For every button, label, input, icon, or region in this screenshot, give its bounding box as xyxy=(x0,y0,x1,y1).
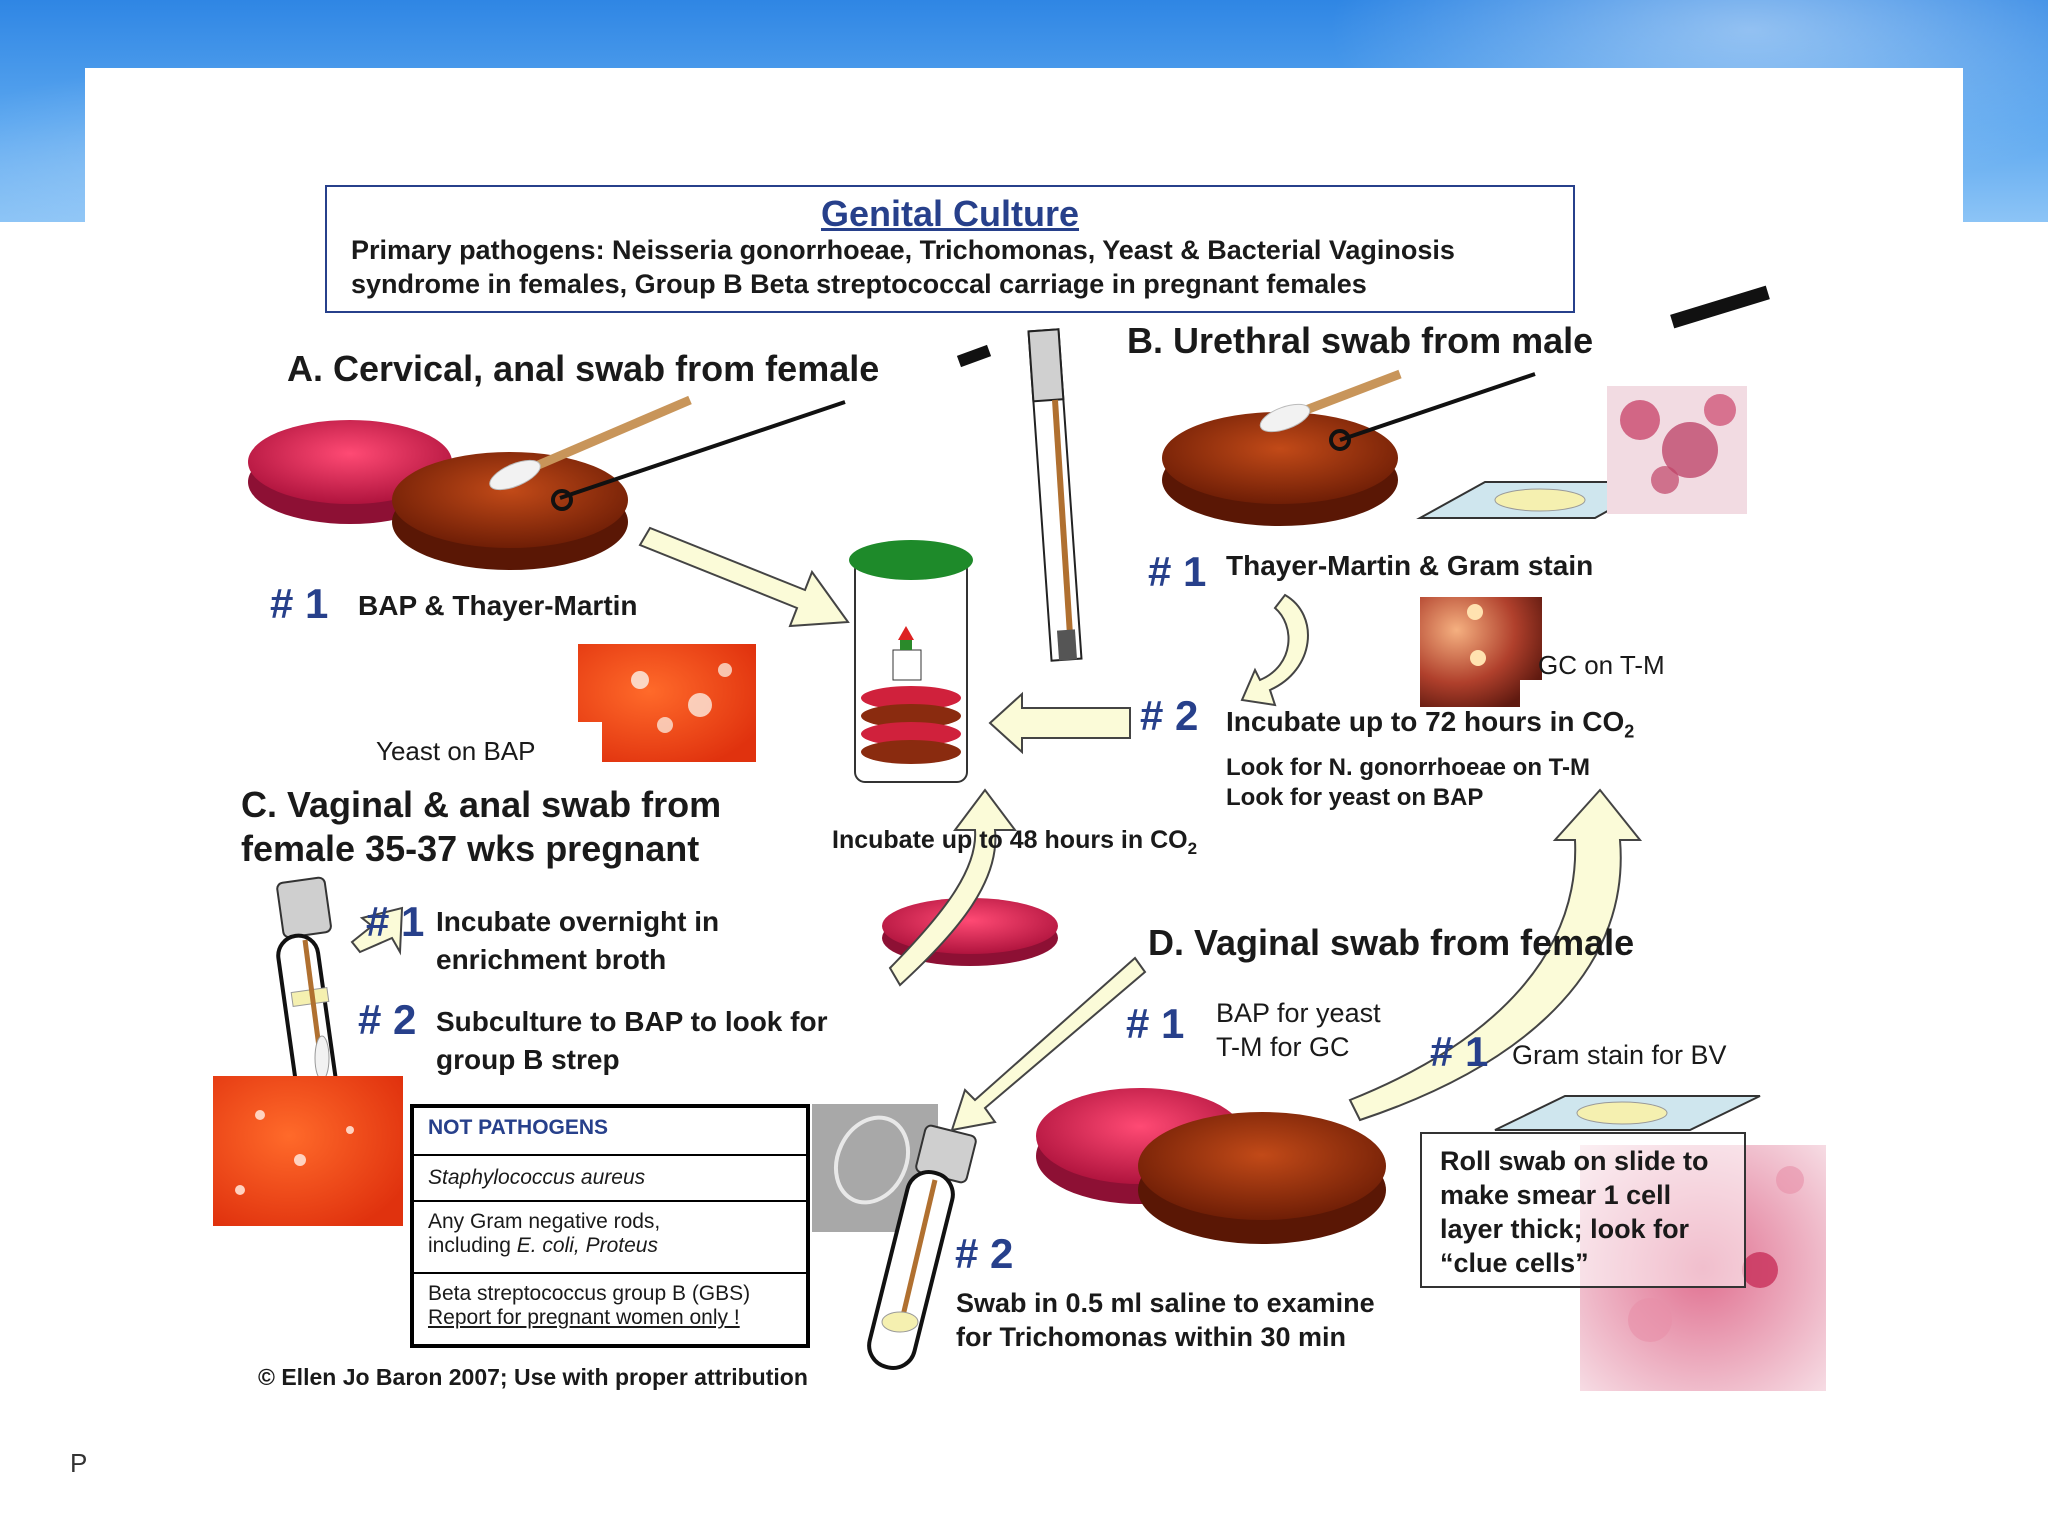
row-3-line-1: Beta streptococcus group B (GBS) xyxy=(428,1282,751,1305)
not-pathogens-row-1: Staphylococcus aureus xyxy=(414,1154,806,1200)
arrow-c-step xyxy=(350,906,404,956)
title: Genital Culture xyxy=(820,193,1080,234)
section-d-step2-line1: Swab in 0.5 ml saline to examine xyxy=(956,1288,1375,1318)
section-b-heading: B. Urethral swab from male xyxy=(1127,320,1594,361)
credit-line: © Ellen Jo Baron 2007; Use with proper a… xyxy=(258,1364,808,1390)
section-a-heading: A. Cervical, anal swab from female xyxy=(287,348,880,389)
section-b-step2-number: # 2 xyxy=(1140,692,1199,739)
section-b-step1-text: Thayer-Martin & Gram stain xyxy=(1226,550,1594,581)
look-for-yeast: Look for yeast on BAP xyxy=(1226,784,1484,811)
section-d-gram-text: Gram stain for BV xyxy=(1512,1040,1727,1070)
not-pathogens-header: NOT PATHOGENS xyxy=(428,1116,609,1139)
arrow-b-to-jar xyxy=(988,691,1131,755)
yeast-caption: Yeast on BAP xyxy=(376,736,536,766)
title-line-1: Primary pathogens: Neisseria gonorrhoeae… xyxy=(351,235,1455,265)
plate-tm-b xyxy=(1162,412,1398,526)
clue-cells-note: Roll swab on slide to make smear 1 cell … xyxy=(1420,1132,1746,1288)
saline-tube-d xyxy=(867,1124,977,1370)
dash-mark-a xyxy=(956,344,992,368)
roll-line-3: layer thick; look for xyxy=(1440,1214,1690,1244)
plates-d xyxy=(1036,1088,1386,1244)
section-a-step1-number: # 1 xyxy=(270,580,329,627)
section-c-step1-line2: enrichment broth xyxy=(436,944,667,975)
look-for-gc: Look for N. gonorrhoeae on T-M xyxy=(1226,754,1590,781)
section-c-step2-line2: group B strep xyxy=(436,1044,620,1075)
swab-b xyxy=(1259,369,1536,451)
arrow-d-to-tube xyxy=(950,956,1147,1132)
section-c-step1-line1: Incubate overnight in xyxy=(436,906,720,937)
section-d-step1-line1: BAP for yeast xyxy=(1216,998,1381,1028)
section-d-gram-number: # 1 xyxy=(1430,1028,1489,1075)
section-d-step1-number: # 1 xyxy=(1126,1000,1185,1047)
section-c-step1-number: # 1 xyxy=(366,898,425,945)
title-box: Genital Culture Primary pathogens: Neiss… xyxy=(325,185,1575,313)
photo-gbs-bap xyxy=(213,1076,403,1226)
roll-line-2: make smear 1 cell xyxy=(1440,1180,1672,1210)
swab-a xyxy=(489,395,846,511)
section-c-step2-line1: Subculture to BAP to look for xyxy=(436,1006,828,1037)
arrow-plate-to-jar xyxy=(888,788,1017,987)
photo-gc-tm xyxy=(1420,597,1542,707)
broth-tube-c xyxy=(276,876,340,1117)
section-c-step2-number: # 2 xyxy=(358,996,417,1043)
not-pathogens-table: NOT PATHOGENS Staphylococcus aureus Any … xyxy=(410,1104,810,1348)
title-line-2: syndrome in females, Group B Beta strept… xyxy=(351,269,1367,299)
roll-line-1: Roll swab on slide to xyxy=(1440,1146,1709,1176)
arrow-a-to-jar xyxy=(638,526,850,628)
row-2-line-1: Any Gram negative rods, xyxy=(428,1210,661,1233)
arrow-d-up-curve xyxy=(1348,788,1643,1122)
section-d-step2-number: # 2 xyxy=(955,1230,1014,1277)
page-letter: P xyxy=(70,1448,88,1478)
gc-caption: GC on T-M xyxy=(1538,650,1665,680)
section-d-step2-line2: for Trichomonas within 30 min xyxy=(956,1322,1347,1352)
photo-gram-stain-b xyxy=(1607,386,1747,514)
section-c-heading-2: female 35-37 wks pregnant xyxy=(241,828,700,869)
swab-tube-center xyxy=(1027,328,1083,662)
incubation-jar xyxy=(849,540,973,783)
row-2-line-2: including E. coli, Proteus xyxy=(428,1234,658,1257)
not-pathogens-row-3: Beta streptococcus group B (GBS) Report … xyxy=(414,1272,806,1344)
photo-yeast-bap xyxy=(578,644,756,762)
not-pathogens-row-2: Any Gram negative rods, including E. col… xyxy=(414,1200,806,1272)
section-d-step1-line2: T-M for GC xyxy=(1216,1032,1350,1062)
section-d-heading: D. Vaginal swab from female xyxy=(1148,922,1635,963)
section-c-heading-1: C. Vaginal & anal swab from xyxy=(241,784,722,825)
section-a-step1-text: BAP & Thayer-Martin xyxy=(358,590,638,621)
row-3-line-2: Report for pregnant women only ! xyxy=(428,1306,740,1329)
section-b-step1-number: # 1 xyxy=(1148,548,1207,595)
arrow-b-curve xyxy=(1240,593,1309,707)
incubate-48h-text: Incubate up to 48 hours in CO2 xyxy=(832,826,1198,858)
slide-gram-d xyxy=(1494,1095,1761,1131)
roll-line-4: “clue cells” xyxy=(1440,1248,1589,1278)
section-b-step2-text: Incubate up to 72 hours in CO2 xyxy=(1226,706,1635,742)
dash-mark-b xyxy=(1670,285,1770,329)
